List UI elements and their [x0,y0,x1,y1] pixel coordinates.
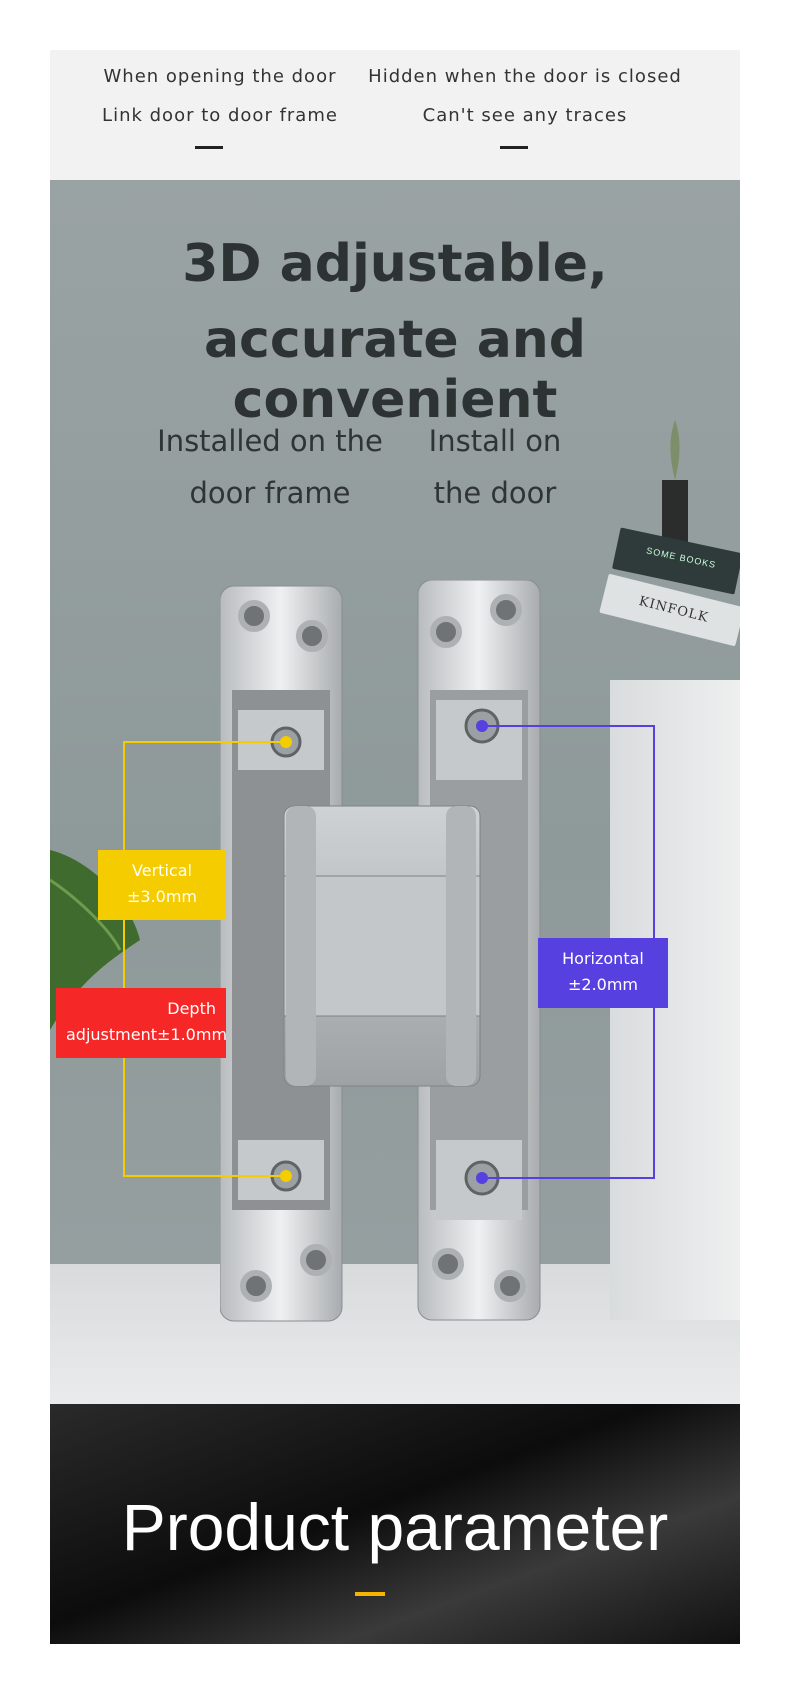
caption-hidden-line2: Can't see any traces [422,105,628,126]
vertical-adjust-value: ±3.0mm [126,887,198,906]
caption-strip: When opening the door Link door to door … [50,50,740,180]
caption-hidden-divider [500,146,528,149]
caption-open-line2: Link door to door frame [102,105,338,126]
vertical-adjust-label: Vertical [132,861,192,880]
banner-title: Product parameter [121,1490,669,1564]
product-parameter-banner: Product parameter [50,1404,740,1644]
product-page: When opening the door Link door to door … [50,50,740,1644]
vertical-adjust-tag: Vertical ±3.0mm [98,850,226,920]
banner-accent-dash [355,1592,385,1596]
depth-adjust-label: Depth [167,999,216,1018]
frame-label-line1: Installed on the [157,424,383,458]
caption-hidden-line1: Hidden when the door is closed [368,66,682,87]
horizontal-adjust-value: ±2.0mm [567,975,639,994]
depth-adjust-value: adjustment±1.0mm [66,1025,228,1044]
headline-line1: 3D adjustable, [182,234,608,294]
caption-open-divider [195,146,223,149]
horizontal-adjust-tag: Horizontal ±2.0mm [538,938,668,1008]
feature-panel: 3D adjustable, accurate and convenient I… [50,180,740,1404]
headline-line2: accurate and convenient [203,310,587,430]
leaf-decor [50,850,140,1030]
hinge-illustration [220,580,541,1322]
door-label-line2: the door [433,476,557,510]
depth-adjust-tag: Depth adjustment±1.0mm [56,988,228,1058]
door-label-line1: Install on [428,424,562,458]
frame-label-line2: door frame [189,476,351,510]
caption-open-line1: When opening the door [103,66,337,87]
horizontal-adjust-label: Horizontal [562,949,644,968]
callout-lines [123,725,655,1179]
